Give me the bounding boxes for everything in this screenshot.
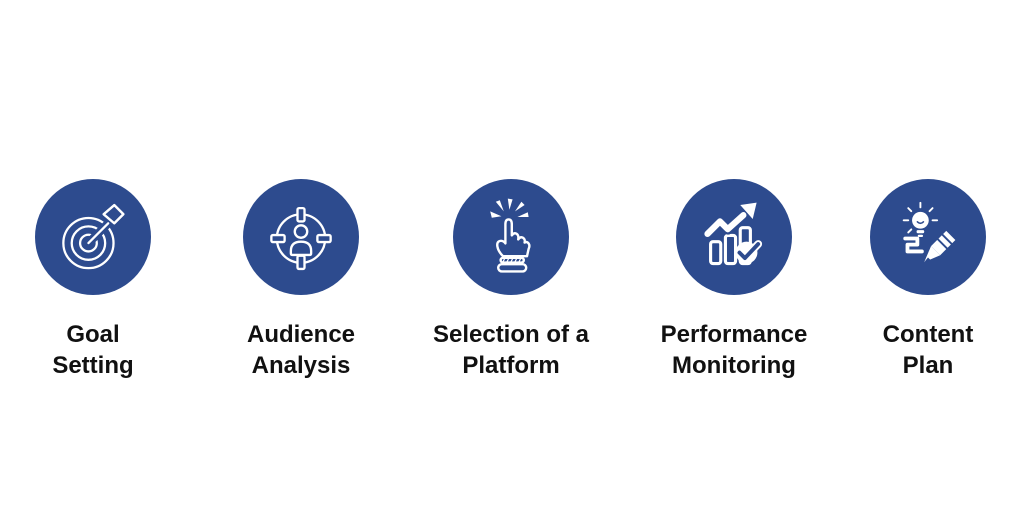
step-label: Audience Analysis [247, 319, 355, 381]
step-circle [676, 179, 792, 295]
step-label: Performance Monitoring [661, 319, 808, 381]
step-label-line: Plan [902, 352, 954, 379]
click-hand-icon [471, 197, 551, 277]
step-circle [870, 179, 986, 295]
step-content-plan: Content Plan [823, 179, 1024, 381]
step-label: Goal Setting [52, 319, 133, 381]
step-label: Content Plan [883, 319, 974, 381]
step-circle [453, 179, 569, 295]
growth-chart-check-icon [695, 198, 773, 276]
step-selection-of-a-platform: Selection of a Platform [406, 179, 616, 381]
step-label-line: Performance [660, 321, 808, 348]
step-audience-analysis: Audience Analysis [196, 179, 406, 381]
step-label-line: Monitoring [672, 352, 796, 379]
step-goal-setting: Goal Setting [0, 179, 198, 381]
step-performance-monitoring: Performance Monitoring [629, 179, 839, 381]
step-label-line: Audience [246, 321, 356, 348]
idea-pencil-icon [890, 199, 966, 275]
step-circle [243, 179, 359, 295]
step-label-line: Analysis [251, 352, 351, 379]
step-label-line: Content [882, 321, 974, 348]
step-label-line: Setting [52, 352, 134, 379]
audience-target-icon [262, 198, 340, 276]
step-circle [35, 179, 151, 295]
step-label: Selection of a Platform [433, 319, 589, 381]
target-dart-icon [55, 199, 131, 275]
step-label-line: Goal [66, 321, 120, 348]
step-label-line: Platform [462, 352, 560, 379]
step-label-line: Selection of a [432, 321, 590, 348]
